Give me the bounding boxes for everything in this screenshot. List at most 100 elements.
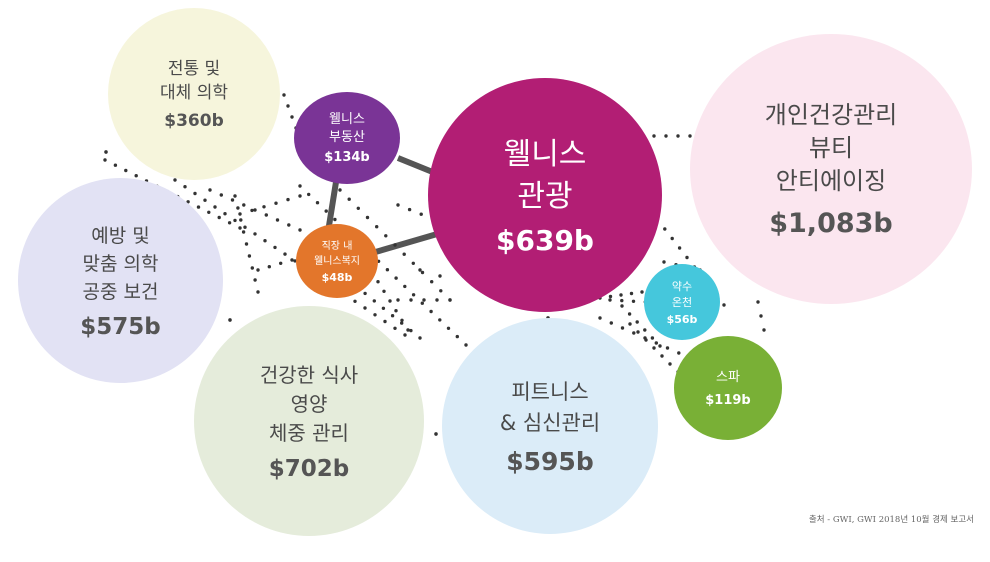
connector-dot	[193, 191, 197, 196]
connector-dot	[381, 306, 386, 310]
connector-dot	[236, 206, 240, 210]
bubble-value: $575b	[80, 313, 161, 340]
connector-dot	[282, 93, 286, 97]
connector-dot	[208, 188, 212, 192]
connector-dot	[250, 208, 254, 213]
connector-dot	[403, 333, 407, 337]
bubble-label-line: 체중 관리	[269, 420, 349, 445]
connector-dot	[394, 309, 398, 313]
bubble-value: $702b	[268, 455, 350, 482]
connector-dot	[658, 344, 662, 348]
bubble-thermal-springs: 약수 온천 $56b	[644, 264, 720, 340]
connector-dot	[609, 321, 613, 325]
connector-dot	[608, 294, 613, 299]
connector-dot	[664, 134, 668, 138]
connector-dot	[347, 197, 351, 201]
connector-dot	[383, 319, 387, 324]
connector-dot	[652, 134, 656, 138]
connector-dot	[396, 203, 400, 207]
connector-dot	[238, 226, 242, 230]
connector-dot	[243, 225, 247, 229]
connector-dot	[685, 255, 689, 260]
connector-dot	[644, 338, 648, 342]
connector-dot	[629, 291, 634, 296]
bubble-label-line: 맞춤 의학	[82, 252, 159, 275]
connector-dot	[286, 104, 290, 108]
connector-dot	[298, 194, 302, 198]
bubble-workplace-wellness: 직장 내 웰니스복지 $48b	[296, 224, 378, 298]
connector-dot	[636, 330, 640, 334]
connector-dot	[233, 194, 237, 198]
connector-dot	[598, 316, 602, 320]
connector-dot	[662, 260, 666, 264]
bubble-label-line: 스파	[716, 369, 740, 385]
connector-dot	[635, 320, 639, 324]
connector-dot	[298, 228, 302, 232]
bubble-wellness-tourism: 웰니스 관광 $639b	[428, 78, 662, 312]
connector-dot	[267, 265, 271, 269]
connector-dot	[620, 326, 625, 330]
connector-dot	[363, 306, 367, 310]
connector-dot	[668, 362, 672, 366]
connector-dot	[290, 115, 294, 119]
connector-dot	[650, 336, 655, 340]
bubble-value: $119b	[705, 392, 751, 408]
bubble-label-line: 직장 내	[321, 240, 353, 252]
bubble-label-line: 뷰티	[808, 134, 854, 162]
bubble-label-line: 피트니스	[511, 379, 589, 404]
connector-dot	[608, 298, 612, 302]
connector-dot	[676, 134, 680, 138]
connector-bar	[371, 229, 445, 256]
connector-dot	[759, 314, 763, 318]
bubble-value: $134b	[324, 150, 370, 165]
connector-dot	[640, 290, 644, 294]
bubble-label-line: 웰니스복지	[314, 255, 360, 267]
bubble-label-line: 웰니스	[329, 112, 365, 127]
connector-bar	[325, 181, 339, 233]
source-note: 출처 - GWI, GWI 2018년 10월 경제 보고서	[808, 515, 974, 525]
connector-dot	[287, 223, 291, 227]
connector-dot	[239, 218, 243, 222]
connector-dot	[435, 298, 439, 302]
connector-dot	[353, 299, 357, 303]
connector-dot	[264, 213, 268, 217]
connector-dot	[273, 245, 277, 250]
bubble-label-line: 관광	[517, 178, 573, 214]
connector-dot	[365, 215, 370, 220]
bubble-value: $639b	[496, 223, 594, 257]
connector-dot	[677, 246, 682, 250]
connector-dot	[654, 341, 658, 345]
bubble-label-line: 개인건강관리	[764, 101, 898, 129]
connector-dot	[247, 254, 252, 258]
connector-dot	[253, 278, 257, 282]
bubble-label-line: & 심신관리	[499, 410, 601, 435]
connector-dot	[390, 314, 395, 318]
connector-dot	[632, 331, 636, 335]
bubble-wellness-real-estate: 웰니스 부동산 $134b	[294, 92, 400, 184]
connector-dot	[228, 318, 232, 322]
bubble-label-line: 예방 및	[91, 224, 150, 247]
connector-dot	[372, 299, 376, 303]
bubble-label-line: 대체 의학	[160, 83, 228, 103]
connector-dot	[407, 207, 412, 212]
connector-dot	[393, 243, 397, 247]
connector-dot	[670, 236, 674, 241]
bubble-personal-care-beauty: 개인건강관리 뷰티 안티에이징 $1,083b	[690, 34, 972, 304]
connector-dot	[338, 188, 342, 192]
connector-dot	[406, 328, 410, 332]
connector-dot	[286, 197, 290, 202]
connector-dot	[627, 312, 632, 316]
connector-dot	[619, 293, 623, 297]
connector-dot	[124, 168, 128, 173]
bubble-label-line: 웰니스	[503, 136, 587, 172]
connector-dot	[256, 268, 260, 272]
connector-dot	[631, 299, 636, 303]
connector-dot	[233, 218, 237, 223]
connector-dot	[283, 252, 287, 256]
connector-dot	[298, 184, 302, 188]
bubble-label-line: 부동산	[329, 130, 365, 145]
bubble-label-line: 공중 보건	[82, 280, 159, 303]
connector-dot	[643, 328, 647, 332]
connector-dot	[688, 134, 692, 138]
